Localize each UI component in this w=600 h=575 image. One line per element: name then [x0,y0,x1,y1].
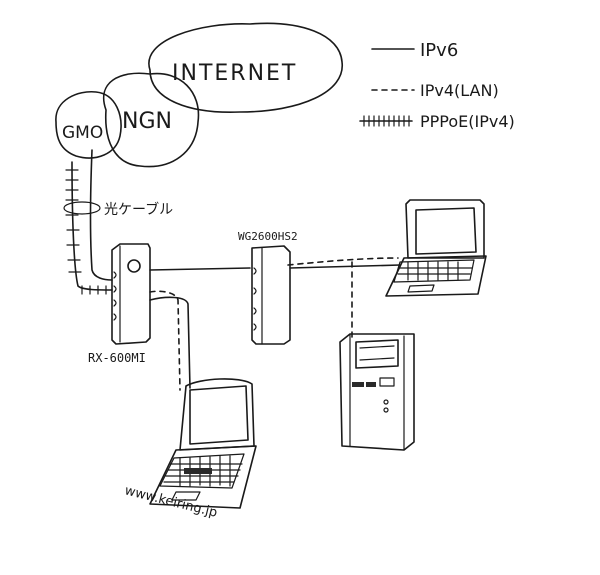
legend-ipv4-label: IPv4(LAN) [420,81,499,100]
router-device: RX-600MI [88,243,151,365]
ipv6-link-ap-laptop [289,264,401,269]
laptop-top-right [385,199,487,297]
ipv6-link-router-laptop [149,296,191,389]
internet-cloud: INTERNET [148,22,343,113]
legend-pppoe-label: PPPoE(IPv4) [420,112,515,131]
fiber-label: 光ケーブル [104,201,173,218]
ngn-label: NGN [122,109,172,134]
legend-ipv6-label: IPv6 [420,40,458,61]
gmo-label: GMO [62,123,103,143]
ipv6-link-router-ap [149,267,251,271]
fiber-cable: 光ケーブル [63,149,173,295]
desktop-pc [339,333,415,451]
legend-pppoe-line [359,115,413,127]
router-power-icon [127,259,141,273]
gmo-cloud: GMO [55,90,122,159]
ipv4-link-ap-laptop [287,257,399,266]
site-url: www.keiring.jp [123,483,219,521]
internet-label: INTERNET [172,61,297,86]
router-label: RX-600MI [88,351,146,365]
access-point-device: WG2600HS2 [238,230,298,345]
ipv4-link-router-laptop [149,290,181,391]
laptop-bottom [149,378,257,509]
access-point-label: WG2600HS2 [238,230,298,243]
legend: IPv6 IPv4(LAN) PPPoE(IPv4) [359,40,515,131]
ngn-cloud: NGN [103,72,200,168]
